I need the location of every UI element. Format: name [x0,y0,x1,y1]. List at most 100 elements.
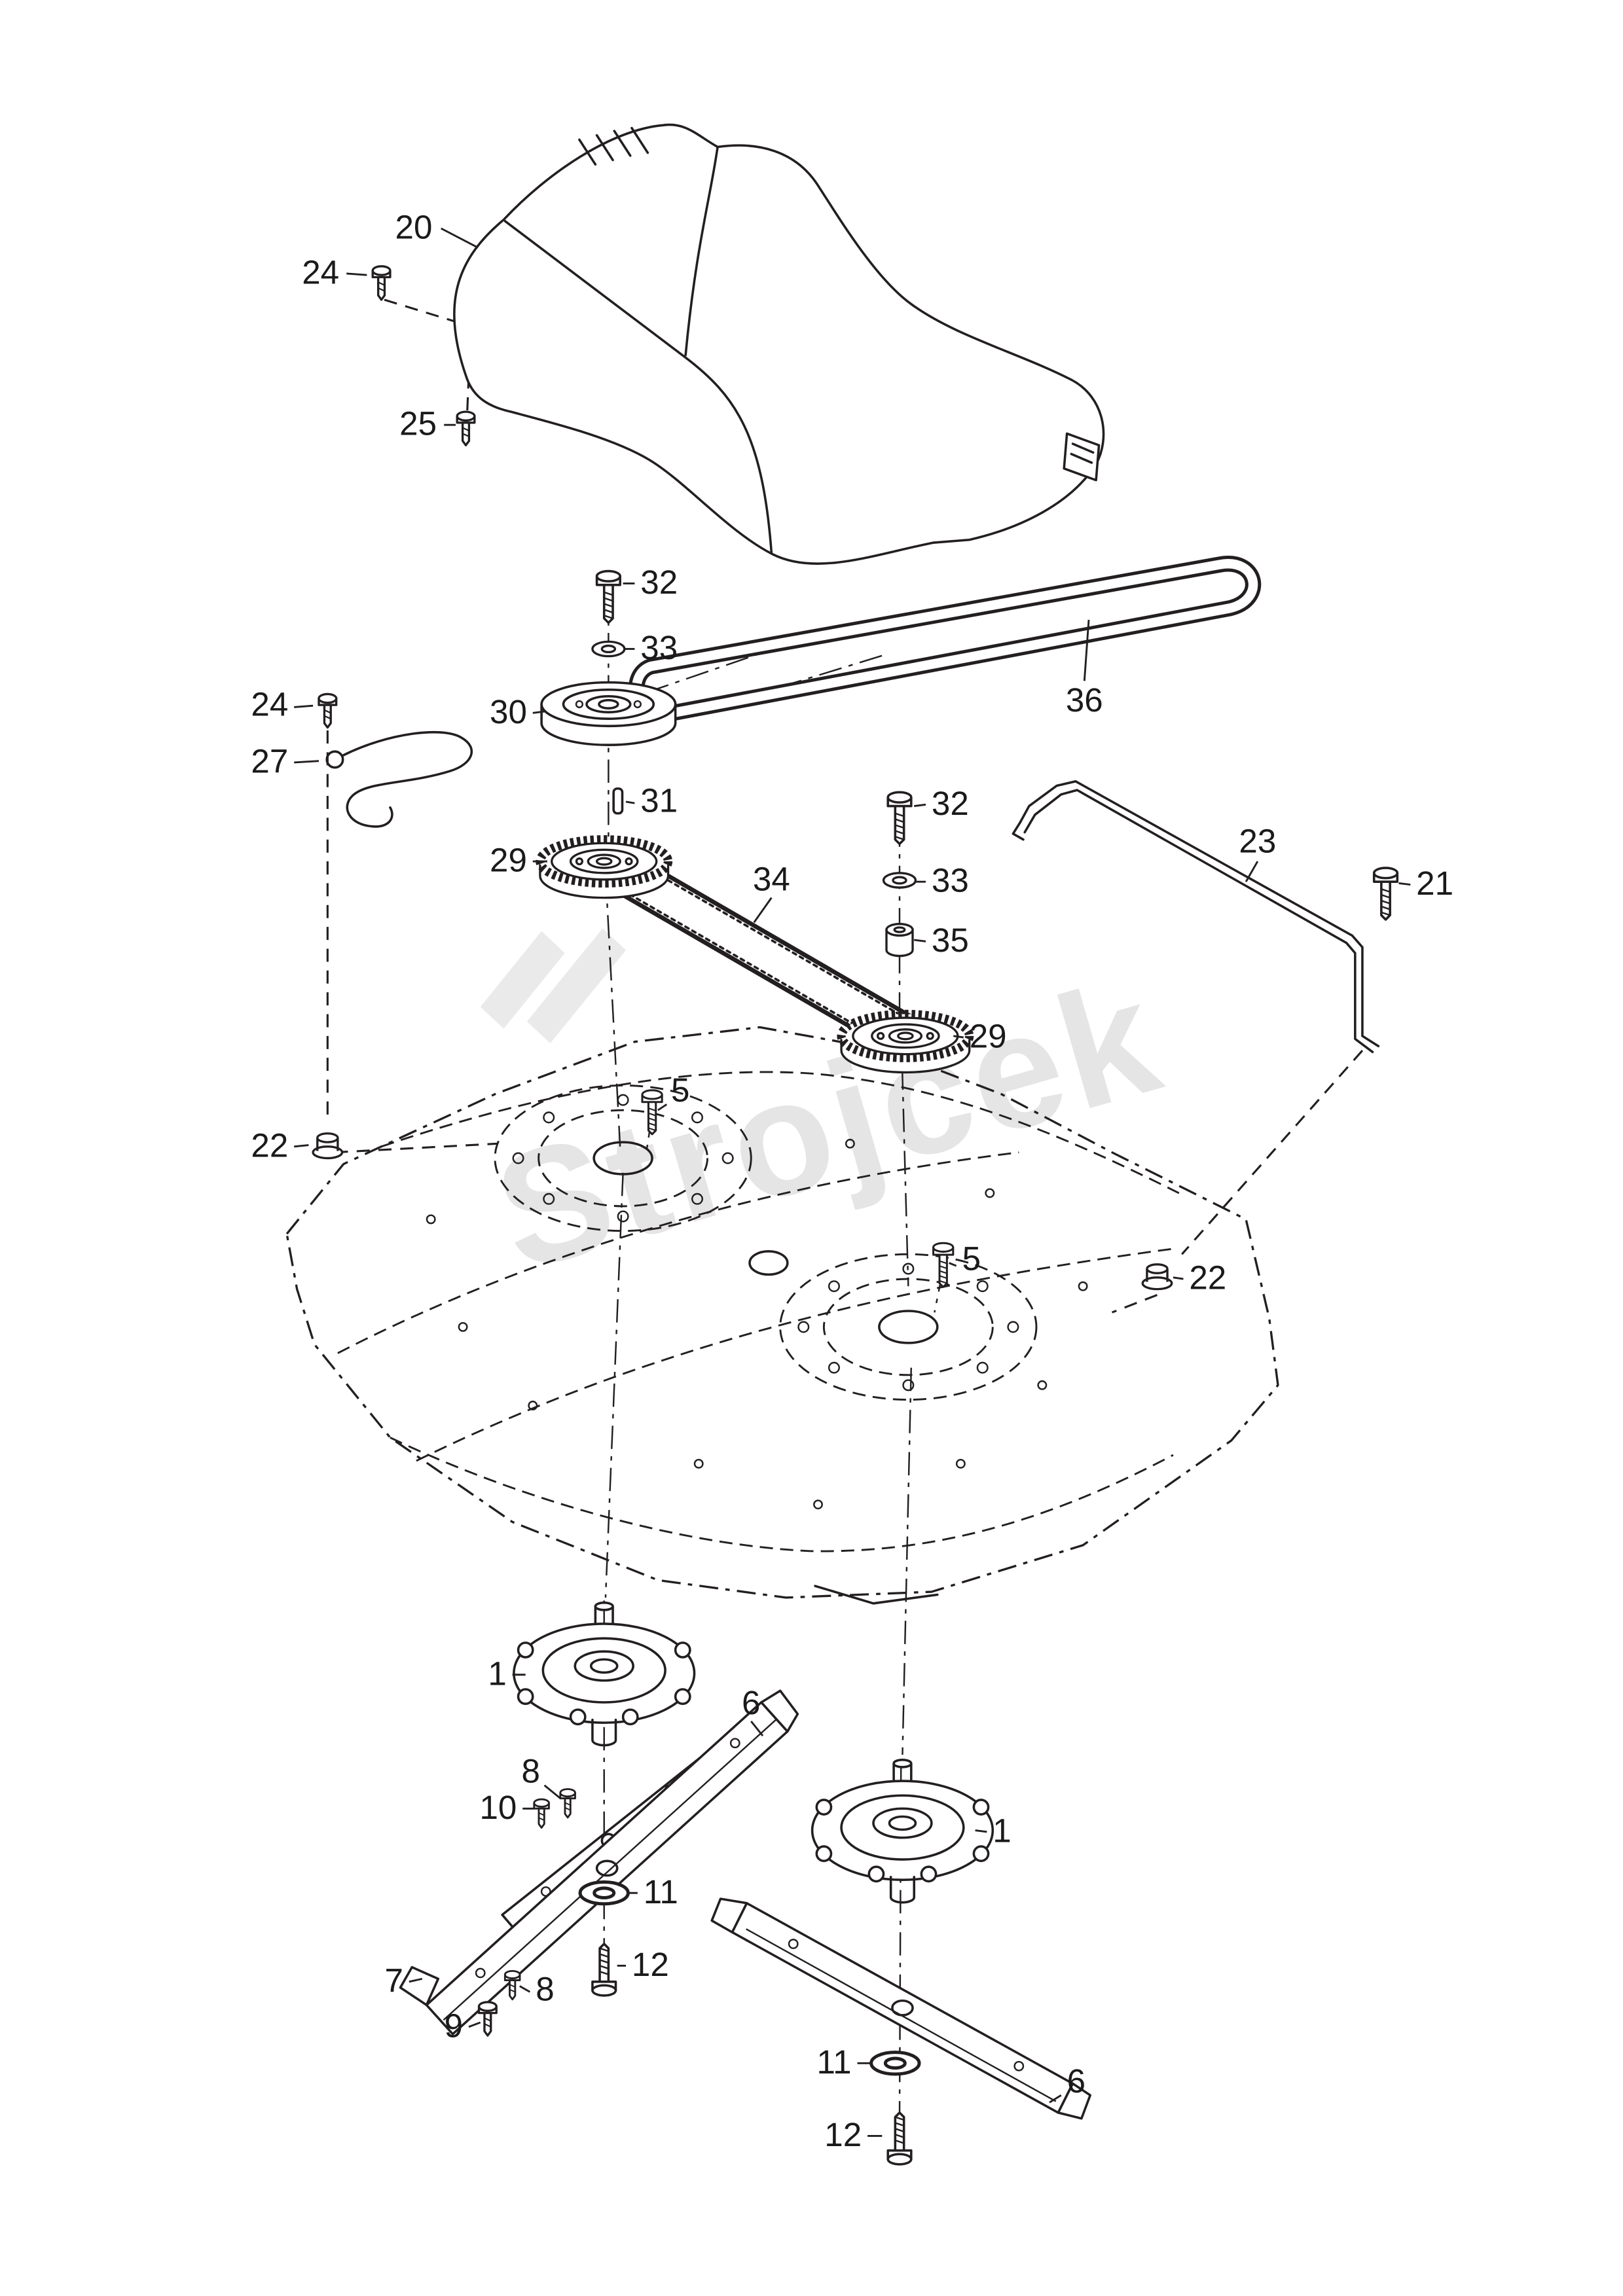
washer-11-right [871,2053,919,2074]
callout-31: 31 [625,781,678,819]
callouts: 20 24 25 32 33 30 36 24 27 31 29 34 32 3… [251,209,1453,2153]
callout-label: 9 [445,2007,463,2044]
callout-5-right: 5 [949,1240,981,1278]
callout-label: 6 [742,1684,760,1721]
callout-label: 29 [490,842,527,879]
callout-label: 24 [302,253,339,291]
callout-35: 35 [914,922,969,959]
bolt-32-left [595,569,621,624]
drive-belt-36 [629,556,1262,722]
deck-center-hole [748,1250,789,1276]
blade-6-upper [399,1689,799,2036]
key-31 [612,787,624,815]
watermark-logo-2 [526,928,627,1043]
spindle-1-left [513,1601,696,1747]
callout-label: 12 [632,1946,669,1983]
callout-label: 10 [479,1789,517,1826]
watermark-logo [480,931,565,1029]
screw-24-top [371,265,392,301]
spindle-1-right [811,1759,994,1904]
nut-10 [533,1798,550,1829]
callout-36: 36 [1066,619,1103,719]
flat-pulley-30 [540,681,677,746]
callout-1-right: 1 [975,1812,1012,1849]
callout-label: 8 [521,1752,539,1789]
callout-20: 20 [395,209,478,249]
callout-label: 1 [488,1655,506,1692]
callout-24-left: 24 [251,686,314,723]
deck-cover-20 [452,123,1105,565]
cover-vents [578,126,649,166]
screw-25 [456,410,476,446]
callout-label: 31 [640,781,678,819]
callout-33-left: 33 [624,629,678,666]
callout-10: 10 [479,1789,535,1826]
callout-label: 36 [1066,681,1103,719]
bolt-12-right [886,2111,913,2166]
callout-30: 30 [490,693,545,730]
callout-label: 5 [962,1240,981,1278]
callout-label: 5 [671,1071,689,1109]
callout-label: 23 [1239,823,1276,860]
callout-29-left: 29 [490,842,548,879]
callout-label: 32 [640,564,678,601]
callout-label: 6 [1067,2062,1085,2100]
callout-label: 24 [251,686,288,723]
deck-plate [285,1026,1279,1605]
nut-22-right [1141,1263,1173,1291]
callout-label: 30 [490,693,527,730]
wire-clip-27 [325,730,473,828]
callout-21: 21 [1398,865,1453,902]
callout-33-right: 33 [915,862,969,899]
spacer-35 [885,922,914,958]
callout-label: 8 [536,1971,554,2008]
callout-25: 25 [399,405,456,442]
nut-22-left [312,1132,344,1160]
callout-8-upper: 8 [521,1752,561,1799]
callout-label: 7 [384,1962,403,1999]
callout-label: 32 [932,785,969,822]
callout-label: 25 [399,405,437,442]
callout-label: 1 [993,1812,1011,1849]
callout-label: 11 [817,2043,852,2081]
callout-11-right: 11 [817,2043,872,2081]
callout-12-left: 12 [617,1946,669,1983]
callout-12-right: 12 [824,2116,883,2153]
bolt-12-left [591,1943,617,1997]
callout-5-left: 5 [657,1071,689,1111]
callout-label: 27 [251,742,288,780]
bolt-8-upper [559,1788,576,1819]
blade-6-lower [710,1897,1091,2120]
callout-32-left: 32 [623,564,678,601]
deck-dome-left [494,1084,752,1232]
screw-24-left [318,692,338,729]
bolt-32-right [886,791,913,846]
bolt-5-right [932,1242,955,1288]
callout-label: 11 [644,1873,678,1910]
callout-label: 22 [1189,1259,1226,1297]
callout-32-right: 32 [914,785,969,822]
callout-6-lower: 6 [1049,2062,1085,2104]
washer-11-left [580,1882,628,1904]
screw-9 [477,2001,498,2037]
callout-34: 34 [753,861,790,924]
callout-24-top: 24 [302,253,367,291]
callout-label: 21 [1416,865,1453,902]
callout-label: 34 [753,861,790,898]
callout-6-upper: 6 [742,1684,764,1737]
washer-33-right [882,872,917,889]
callout-label: 12 [824,2116,862,2153]
callout-9: 9 [445,2007,481,2044]
callout-8-lower: 8 [519,1971,555,2008]
callout-label: 35 [932,922,969,959]
callout-27: 27 [251,742,319,780]
callout-11-left: 11 [629,1873,678,1910]
toothed-pulley-29-left [540,840,668,898]
washer-33-left [591,640,626,658]
callout-23: 23 [1239,823,1276,882]
bolt-21 [1372,867,1399,921]
callout-1-left: 1 [488,1655,526,1692]
callout-label: 29 [970,1018,1007,1055]
